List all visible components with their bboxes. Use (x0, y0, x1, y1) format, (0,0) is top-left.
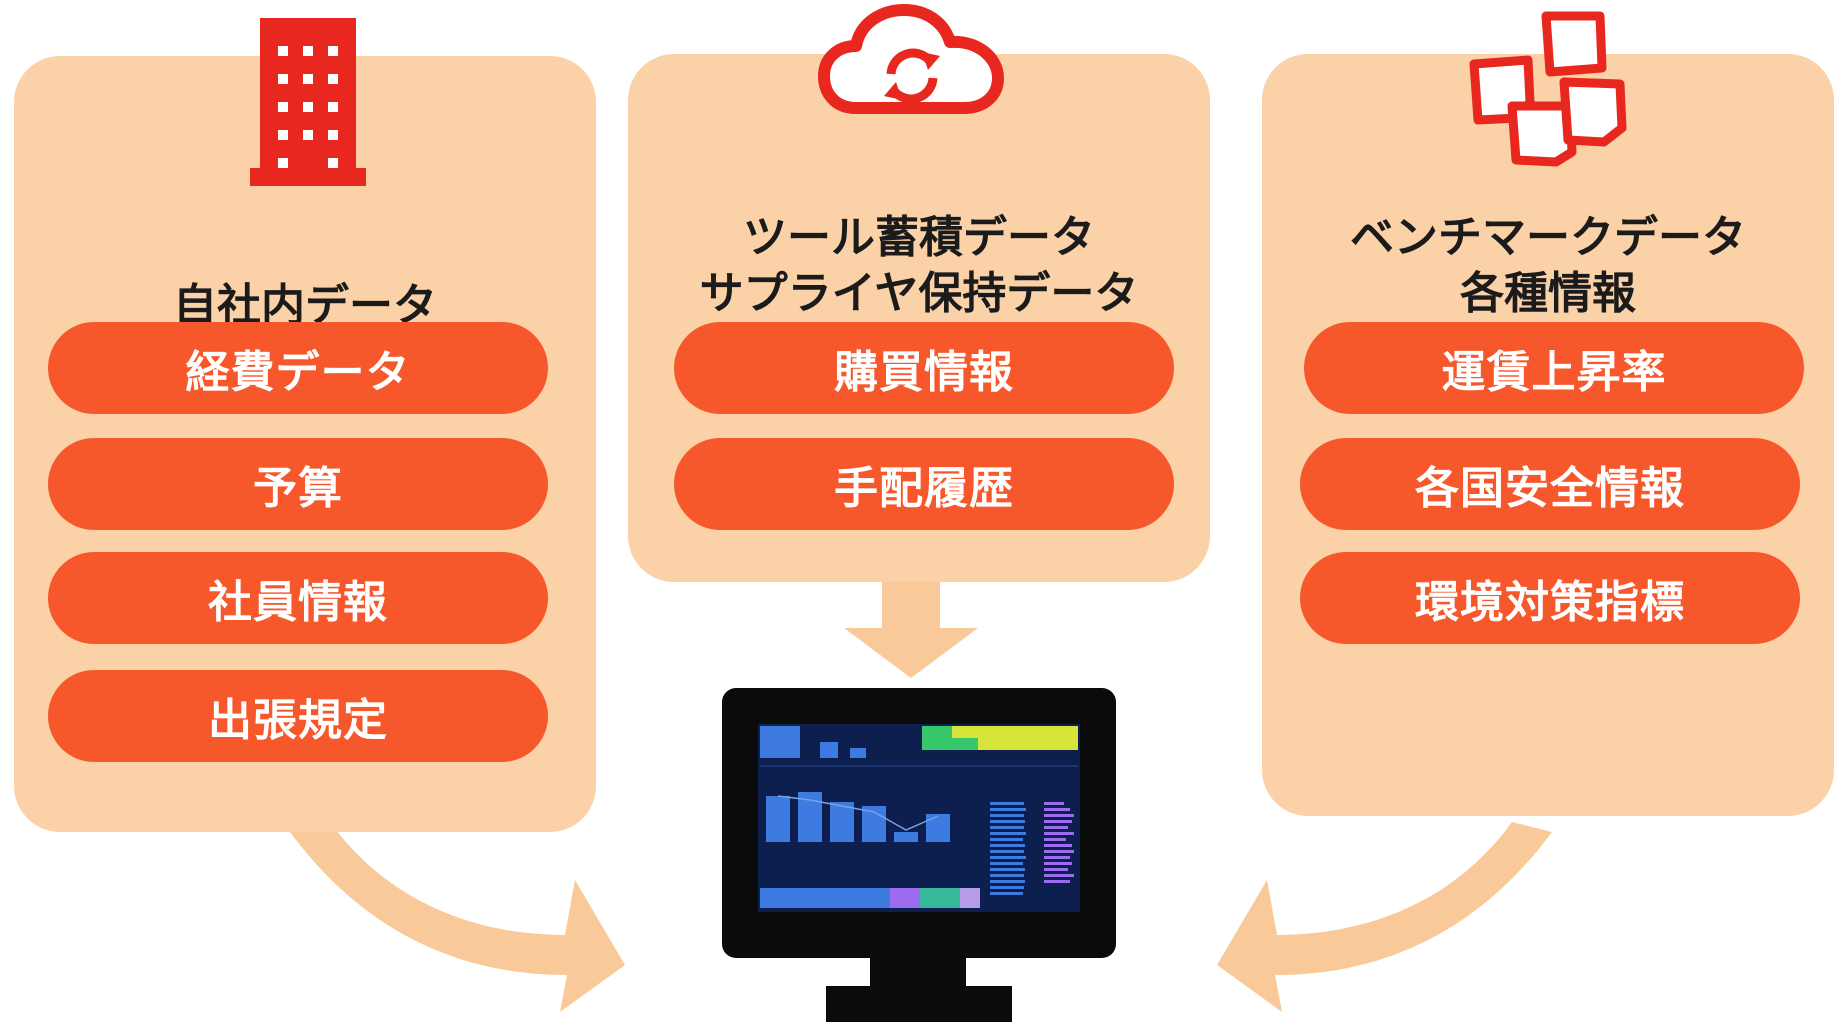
building-icon (250, 18, 366, 186)
panel-title: ベンチマークデータ 各種情報 (1350, 212, 1746, 319)
item-fare-increase-rate[interactable]: 運賃上昇率 (1304, 322, 1804, 414)
item-environmental-index[interactable]: 環境対策指標 (1300, 552, 1800, 644)
item-employee-info[interactable]: 社員情報 (48, 552, 548, 644)
panel-title: ツール蓄積データ サプライヤ保持データ (699, 212, 1139, 319)
center-down-arrow (844, 578, 978, 678)
item-budget[interactable]: 予算 (48, 438, 548, 530)
item-purchase-info[interactable]: 購買情報 (674, 322, 1174, 414)
panel-tool-supplier-data: ツール蓄積データ サプライヤ保持データ 購買情報 手配履歴 (628, 54, 1210, 582)
dashboard-screen (760, 726, 1078, 908)
monitor-dashboard-icon (722, 688, 1116, 1022)
panel-internal-data: 自社内データ 経費データ 予算 社員情報 出張規定 (14, 56, 596, 832)
item-country-safety-info[interactable]: 各国安全情報 (1300, 438, 1800, 530)
left-curved-arrow (290, 822, 625, 1012)
panel-benchmark-data: ベンチマークデータ 各種情報 運賃上昇率 各国安全情報 環境対策指標 (1262, 54, 1834, 816)
right-curved-arrow (1217, 822, 1552, 1012)
item-expense-data[interactable]: 経費データ (48, 322, 548, 414)
item-booking-history[interactable]: 手配履歴 (674, 438, 1174, 530)
item-travel-policy[interactable]: 出張規定 (48, 670, 548, 762)
sticky-notes-icon (1469, 11, 1627, 167)
cloud-sync-icon (818, 4, 1004, 114)
